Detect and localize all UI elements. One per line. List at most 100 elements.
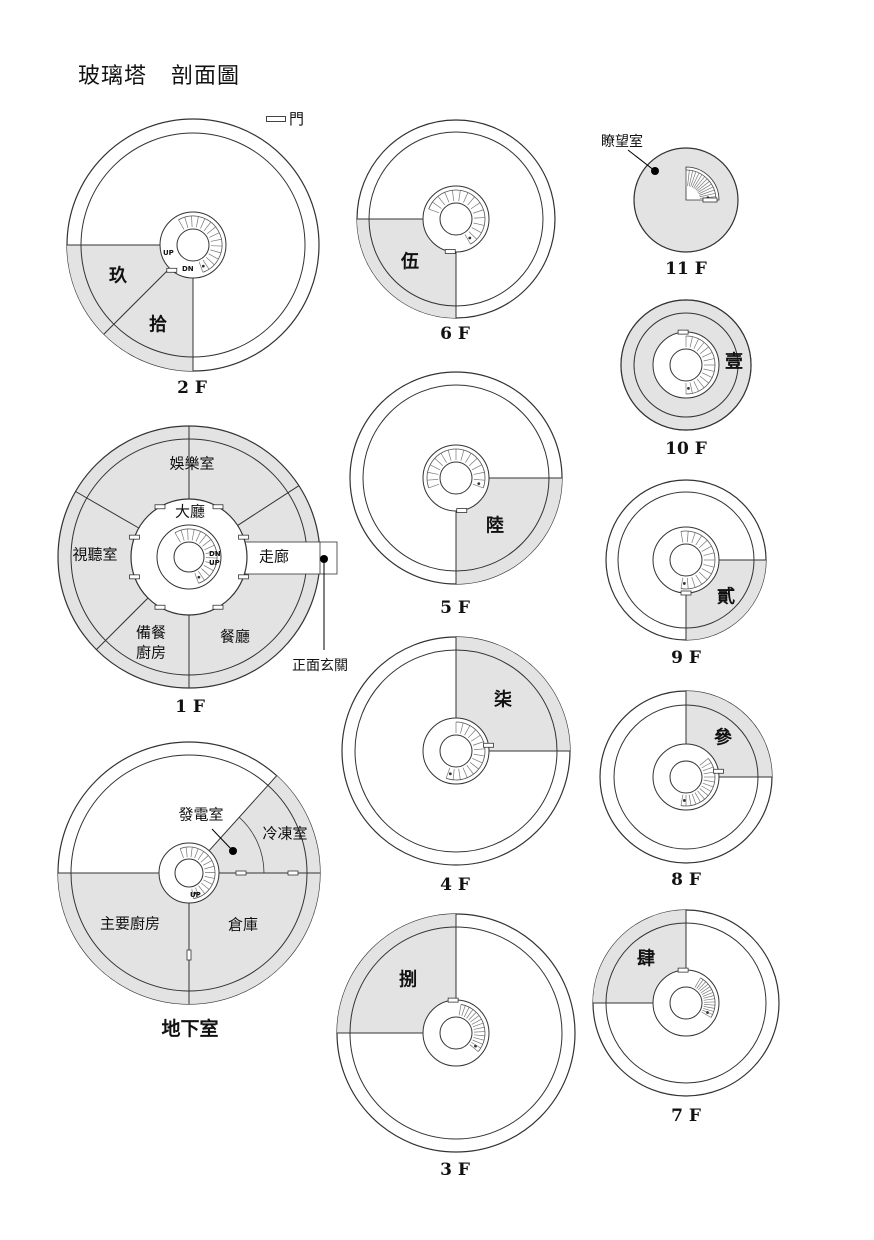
f5-stair-step bbox=[427, 478, 439, 481]
f8-stair-step bbox=[701, 762, 712, 769]
f9-stair-step bbox=[686, 531, 689, 543]
b1-stair-step bbox=[191, 888, 194, 899]
f10-stair-step bbox=[699, 346, 709, 355]
f9-stair-step bbox=[680, 577, 684, 589]
f1-stair-step bbox=[187, 529, 189, 541]
room-1f-pantry: 備餐 廚房 bbox=[135, 623, 167, 662]
f9-stair-step bbox=[695, 574, 703, 585]
f9-stair-step bbox=[691, 576, 696, 588]
room-1f-lobby: 大廳 bbox=[174, 502, 206, 521]
f9-stair-step bbox=[695, 535, 703, 546]
floor-label-1f: 1 F bbox=[175, 697, 205, 717]
f1-stair-step bbox=[174, 532, 181, 543]
room-b1-storage: 倉庫 bbox=[227, 915, 259, 934]
b1-up-label: UP bbox=[190, 891, 201, 899]
door-legend: 門 bbox=[266, 108, 304, 129]
f1-stair-rail bbox=[174, 528, 218, 584]
room-1f-corridor: 走廊 bbox=[258, 547, 290, 566]
f7-stair-step bbox=[697, 981, 706, 991]
b1-stair-step bbox=[203, 879, 213, 885]
f1-stair-step bbox=[202, 539, 212, 547]
floor-label-9f: 9 F bbox=[671, 648, 701, 668]
f8-stair-rail bbox=[680, 758, 716, 807]
f3-stair-step bbox=[473, 1026, 485, 1030]
floor-label-3f: 3 F bbox=[440, 1160, 470, 1180]
f2-stair-step bbox=[210, 238, 222, 242]
f2-stair-step bbox=[200, 218, 206, 229]
f7-stair-step bbox=[699, 983, 709, 992]
b1-core-hole bbox=[174, 858, 204, 888]
room-1f-dining: 餐廳 bbox=[219, 627, 251, 646]
b1-stair-step bbox=[190, 847, 193, 858]
f10-stair-step bbox=[703, 368, 715, 372]
f2-stair-step bbox=[206, 226, 216, 235]
f7-stair-step bbox=[703, 1006, 715, 1009]
room-b1-freezer: 冷凍室 bbox=[262, 824, 308, 843]
f2-partition-1 bbox=[103, 267, 171, 335]
b1-stair-step bbox=[179, 848, 184, 859]
floor-label-10f: 10 F bbox=[665, 439, 707, 459]
f3-stair-step bbox=[468, 1011, 477, 1021]
f6-stair-step bbox=[428, 208, 440, 214]
b1-shaded-freezer bbox=[189, 775, 320, 873]
f4-shaded-room-0 bbox=[456, 637, 570, 751]
f10-stair-step bbox=[703, 358, 715, 362]
b1-generator-leader bbox=[211, 828, 234, 852]
f3-stair-step bbox=[469, 1044, 479, 1052]
f9-stair-step bbox=[701, 545, 712, 552]
b1-stair-rail bbox=[179, 846, 216, 899]
f8-door-0 bbox=[713, 768, 724, 774]
room-6f-wu: 伍 bbox=[401, 251, 419, 273]
f2-stair-step bbox=[178, 219, 185, 230]
b1-freezer-arc bbox=[238, 816, 265, 874]
f7-stair-step bbox=[701, 989, 712, 995]
f8-stair-step bbox=[694, 792, 701, 803]
f1-stair-step bbox=[180, 530, 185, 541]
f6-stair-step bbox=[432, 201, 442, 209]
f8-stair-step bbox=[699, 758, 709, 766]
f1-door-4 bbox=[129, 534, 140, 540]
floor-label-7f: 7 F bbox=[671, 1106, 701, 1126]
f9-stair-step bbox=[703, 564, 715, 568]
b1-stair-arrow bbox=[193, 891, 197, 895]
f11-stair-step bbox=[699, 189, 715, 196]
f7-stair-step bbox=[703, 1003, 715, 1006]
f5-core-hole bbox=[439, 461, 473, 495]
door-icon bbox=[266, 115, 286, 122]
f7-stair-step bbox=[696, 979, 704, 989]
f4-stair-step bbox=[469, 761, 479, 770]
f6-door-0 bbox=[444, 249, 456, 254]
room-b1-generator: 發電室 bbox=[178, 805, 224, 824]
f11-stair-step bbox=[690, 171, 697, 187]
f5-stair-step bbox=[430, 464, 441, 471]
door-legend-label: 門 bbox=[289, 110, 305, 128]
f6-stair-step bbox=[468, 231, 478, 240]
f11-observatory-leader bbox=[627, 149, 656, 172]
f5-stair-step bbox=[472, 483, 484, 489]
f8-stair-step bbox=[701, 785, 712, 792]
f4-stair-step bbox=[472, 758, 483, 764]
f8-core-hole bbox=[669, 760, 703, 794]
f2-up-label: UP bbox=[163, 249, 174, 257]
f1-stair-step bbox=[205, 551, 217, 554]
f4-stair-step bbox=[458, 768, 461, 780]
floor-label-5f: 5 F bbox=[440, 598, 470, 618]
f4-stair-arrow bbox=[448, 772, 452, 776]
f6-stair-step bbox=[452, 190, 455, 202]
f8-stair-step bbox=[699, 788, 709, 796]
f1-stair-step bbox=[194, 572, 199, 584]
f5-stair-step bbox=[427, 471, 439, 475]
f1-core-hole bbox=[173, 541, 205, 573]
f11-stair-step bbox=[696, 181, 710, 192]
f4-stair-step bbox=[472, 741, 484, 746]
f6-stair-step bbox=[470, 202, 481, 210]
b1-stair-step bbox=[201, 882, 210, 890]
f10-stair-arrow bbox=[687, 386, 690, 390]
f3-stair-arrow bbox=[474, 1044, 477, 1048]
f11-stair-step bbox=[694, 176, 705, 190]
f3-stair-step bbox=[463, 1007, 470, 1018]
f1-stair-step bbox=[205, 561, 217, 565]
f2-stair-step bbox=[205, 256, 215, 265]
floor-label-6f: 6 F bbox=[440, 324, 470, 344]
f1-door-7 bbox=[129, 574, 140, 580]
